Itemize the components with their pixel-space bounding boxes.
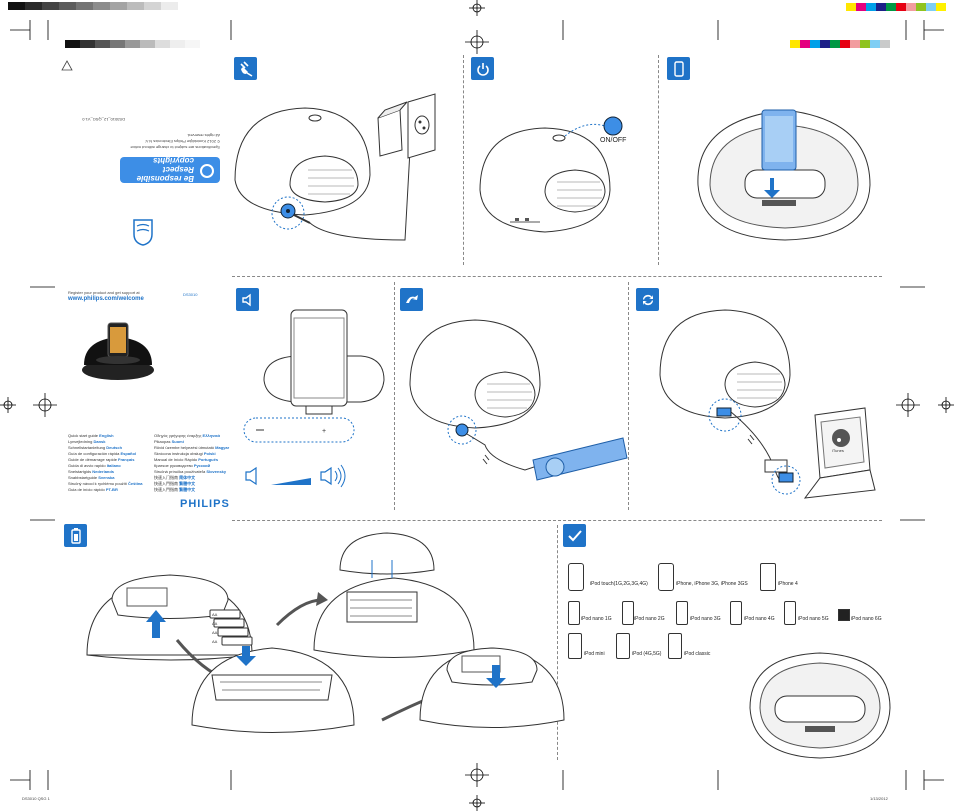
power-plug-icon	[234, 57, 257, 80]
fold-line-v1	[463, 55, 464, 265]
aux-in-icon	[400, 288, 423, 311]
cover-panel: Register your product and get support at…	[68, 290, 228, 515]
recycle-icon	[60, 60, 74, 74]
power-button-icon	[471, 57, 494, 80]
step-battery-illustration	[82, 530, 557, 740]
ipod-mini-icon	[568, 633, 582, 659]
doc-code: DS3010_12_QSG_V1.0	[82, 116, 125, 122]
ipod-touch-device-icon	[568, 563, 584, 591]
ipod-nano-5g-icon	[784, 601, 796, 625]
philips-shield-icon	[132, 218, 154, 246]
footer-code-left: DS3010 QSG 1	[22, 796, 50, 802]
on-off-label: ON/OFF	[600, 137, 626, 144]
footer-code-right: 1/13/2012	[870, 796, 888, 802]
ipod-nano-4g-icon	[730, 601, 742, 625]
step-sync-illustration	[655, 300, 875, 505]
itunes-label: iTunes	[832, 448, 844, 453]
fold-line-v3	[394, 282, 395, 510]
step-power-on-illustration	[475, 110, 655, 240]
checkmark-icon	[563, 524, 586, 547]
compat-row-3: iPod mini iPod (4G,5G) iPod classic	[568, 633, 768, 663]
compat-row-1: iPod touch(1G,2G,3G,4G) iPhone, iPhone 3…	[568, 563, 888, 593]
step-dock-iphone-illustration	[690, 90, 880, 250]
ipod-classic-icon	[668, 633, 682, 659]
step-aux-in-illustration	[405, 310, 635, 490]
iphone-device-icon	[658, 563, 674, 591]
ipod-nano-2g-icon	[622, 601, 634, 625]
battery-labels: AA AA AA AA	[212, 610, 217, 646]
fold-line-v5	[557, 525, 558, 760]
ipod-nano-1g-icon	[568, 601, 580, 625]
iphone-icon	[667, 57, 690, 80]
fold-line-2	[232, 520, 882, 521]
ipod-4g-5g-icon	[616, 633, 630, 659]
iphone4-device-icon	[760, 563, 776, 591]
compat-dock-illustration	[745, 648, 895, 763]
step-volume-illustration: +	[236, 300, 386, 500]
support-url[interactable]: www.philips.com/welcome	[68, 296, 144, 302]
step-connect-power-illustration	[230, 90, 460, 270]
compat-row-2: iPod nano 1G iPod nano 2G iPod nano 3G i…	[568, 601, 908, 631]
product-photo	[78, 315, 158, 385]
copyright-panel: Be responsible Respect copyrights Specif…	[60, 58, 225, 258]
ipod-nano-6g-icon	[838, 609, 850, 621]
fold-line-1	[232, 276, 882, 277]
ipod-nano-3g-icon	[676, 601, 688, 625]
model-number: DS3010	[183, 292, 197, 298]
fold-line-v2	[658, 55, 659, 265]
philips-logo: PHILIPS	[180, 498, 230, 510]
copyright-text: Specifications are subject to change wit…	[130, 132, 220, 150]
svg-text:+: +	[322, 428, 326, 435]
